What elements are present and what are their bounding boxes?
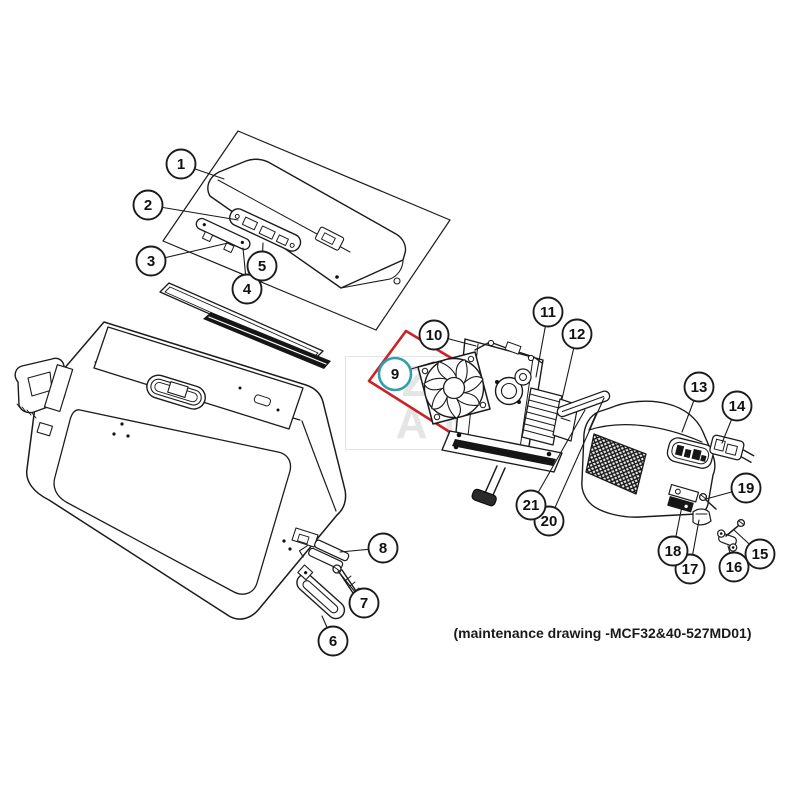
callout-number: 3: [147, 253, 155, 270]
callout-7: 7: [348, 587, 380, 619]
callout-14: 14: [721, 390, 753, 422]
cover-mesh-grille: [585, 433, 647, 495]
callout-circle: [515, 489, 547, 521]
callout-number: 1: [177, 156, 185, 173]
retainer-strip: [556, 390, 611, 418]
callout-circle: [657, 535, 689, 567]
part-lid: [207, 158, 407, 289]
leader-line-20: [548, 397, 605, 522]
part-body: [14, 321, 347, 620]
body-handle: [14, 357, 74, 437]
part-connector-14: [709, 434, 755, 463]
callout-circle: [718, 551, 750, 583]
callout-18: 18: [657, 535, 689, 567]
callout-16: 16: [718, 551, 750, 583]
callout-number: 9: [391, 366, 399, 383]
callout-circle: [730, 472, 762, 504]
clamp-16: [716, 529, 738, 552]
callout-circle: [231, 273, 263, 305]
callout-number: 13: [691, 379, 708, 396]
callout-number: 16: [726, 559, 743, 576]
clip-17: [692, 508, 712, 526]
callout-number: 2: [144, 197, 152, 214]
callout-number: 12: [569, 326, 586, 343]
callout-number: 7: [360, 595, 368, 612]
callout-10: 10: [418, 319, 450, 351]
part-compressor-assembly: [417, 338, 611, 507]
callout-circle: [132, 189, 164, 221]
latch-bracket-8: [298, 539, 350, 570]
part-fan: [417, 351, 491, 425]
callout-circle: [561, 318, 593, 350]
part-hinge-bars: [195, 208, 302, 254]
callout-3: 3: [135, 245, 167, 277]
callout-circle: [165, 148, 197, 180]
callout-number: 11: [540, 304, 556, 321]
callout-circle: [418, 319, 450, 351]
callout-number: 6: [329, 633, 337, 650]
callout-number: 21: [523, 497, 540, 514]
callout-5: 5: [246, 250, 278, 282]
body-grip-recess: [146, 374, 206, 410]
callout-13: 13: [683, 371, 715, 403]
callout-9: 9: [377, 356, 413, 392]
callout-number: 5: [258, 258, 266, 275]
drawing-caption: (maintenance drawing -MCF32&40-527MD01): [453, 625, 752, 641]
part-latch-hardware: [296, 539, 361, 620]
callout-circle-accent: [377, 356, 413, 392]
callout-number: 20: [541, 513, 558, 530]
callout-circle: [683, 371, 715, 403]
callout-12: 12: [561, 318, 593, 350]
callout-number: 17: [682, 561, 699, 578]
callout-circle: [367, 532, 399, 564]
callout-21: 21: [515, 489, 547, 521]
part-small-hardware: [667, 483, 746, 552]
latch-loop-6: [296, 564, 346, 620]
callout-circle: [532, 296, 564, 328]
callout-circle: [721, 390, 753, 422]
callout-8: 8: [367, 532, 399, 564]
part-rail-strip: [203, 312, 331, 369]
callout-19: 19: [730, 472, 762, 504]
callout-4: 4: [231, 273, 263, 305]
callout-circle: [246, 250, 278, 282]
condenser-fins: [521, 387, 563, 446]
callout-circle: [317, 625, 349, 657]
screw-15: [725, 518, 746, 537]
callout-number: 19: [738, 480, 755, 497]
callout-2: 2: [132, 189, 164, 221]
callout-11: 11: [532, 296, 564, 328]
callout-circle: [744, 538, 776, 570]
leader-line-21: [530, 409, 586, 506]
callout-number: 15: [752, 546, 769, 563]
callout-circle: [135, 245, 167, 277]
callout-1: 1: [165, 148, 197, 180]
bracket-18: [667, 483, 700, 513]
callout-15: 15: [744, 538, 776, 570]
callout-number: 18: [665, 543, 682, 560]
hinge-bar-small: [195, 217, 251, 254]
callout-number: 4: [243, 281, 252, 298]
callout-6: 6: [317, 625, 349, 657]
callout-number: 8: [379, 540, 387, 557]
callout-number: 14: [729, 398, 746, 415]
callout-number: 10: [426, 327, 443, 344]
hinge-bar-lock: [229, 208, 302, 252]
screw-19: [698, 492, 717, 510]
callout-circle: [348, 587, 380, 619]
cover-vent-recess: [666, 437, 714, 469]
